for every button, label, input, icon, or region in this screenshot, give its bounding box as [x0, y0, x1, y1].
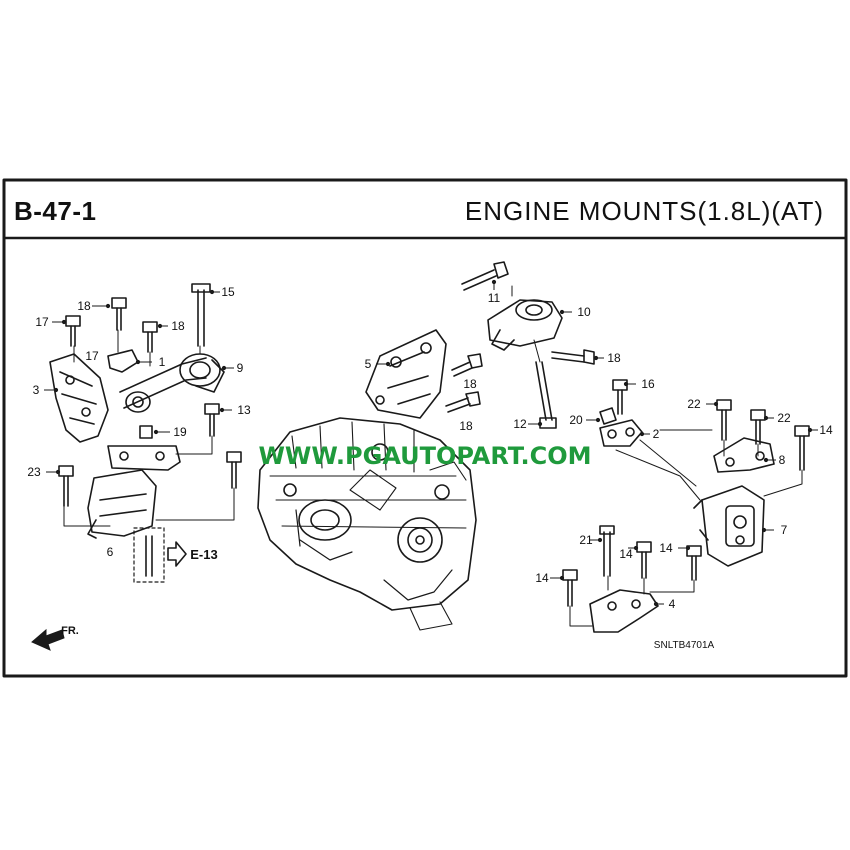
callout-12: 12	[513, 417, 527, 431]
bolt-part-18-center-b	[445, 397, 471, 413]
callout-18c: 18	[607, 351, 621, 365]
callout-18d: 18	[463, 377, 477, 391]
watermark-text: WWW.PGAUTOPART.COM	[258, 442, 591, 470]
nut-part-19	[139, 425, 153, 439]
engine-transmission-assembly	[257, 417, 477, 631]
stud-part-21	[603, 531, 611, 577]
bracket-part-8	[713, 437, 775, 473]
callout-14a: 14	[819, 423, 833, 437]
callout-2: 2	[653, 427, 660, 441]
diagram-code: B-47-1	[14, 196, 97, 226]
front-label: FR.	[61, 625, 79, 637]
bolt-part-17-top	[70, 325, 76, 347]
bolt-part-11	[461, 269, 497, 291]
bolt-part-14-center	[641, 551, 647, 579]
callout-17a: 17	[35, 315, 49, 329]
callout-17b: 17	[85, 349, 99, 363]
callout-22b: 22	[777, 411, 791, 425]
bolt-part-18-top	[116, 307, 122, 331]
callout-11: 11	[488, 291, 501, 305]
bolt-part-13	[209, 413, 215, 437]
bracket-part-5	[365, 329, 447, 419]
callout-7: 7	[781, 523, 788, 537]
drawing-code: SNLTB4701A	[654, 640, 715, 651]
mount-part-10	[487, 299, 563, 347]
callout-19: 19	[173, 425, 187, 439]
callout-16: 16	[641, 377, 655, 391]
callout-22a: 22	[687, 397, 701, 411]
callout-20: 20	[569, 413, 583, 427]
mount-part-7	[701, 485, 765, 567]
bolt-part-22-left	[721, 409, 727, 441]
callout-15: 15	[221, 285, 235, 299]
outline-arrow-icon	[167, 541, 187, 567]
callout-9: 9	[237, 361, 244, 375]
callout-8: 8	[779, 453, 786, 467]
reference-label: E-13	[190, 547, 217, 562]
callout-1: 1	[159, 355, 166, 369]
callout-21: 21	[579, 533, 593, 547]
callout-5: 5	[365, 357, 372, 371]
callout-14c: 14	[619, 547, 633, 561]
callout-18e: 18	[459, 419, 473, 433]
bolt-part-14-mid	[691, 555, 697, 581]
ref-dashed-box	[133, 527, 165, 583]
diagram-title: ENGINE MOUNTS(1.8L)(AT)	[464, 196, 824, 226]
bolt-part-18-center-a	[451, 361, 473, 377]
bracket-part-1	[107, 349, 139, 373]
nut-part-20	[599, 407, 617, 425]
callout-4: 4	[669, 597, 676, 611]
bolt-part-23	[63, 475, 69, 507]
bolt-part-16	[617, 389, 623, 415]
bolt-part-12	[535, 361, 553, 421]
bracket-part-2	[599, 419, 643, 447]
callout-18a: 18	[77, 299, 91, 313]
callout-3: 3	[33, 383, 40, 397]
bolt-part-18-mid	[147, 331, 153, 353]
callout-13: 13	[237, 403, 251, 417]
callout-18b: 18	[171, 319, 185, 333]
callout-6: 6	[107, 545, 114, 559]
bracket-part-3	[49, 353, 109, 443]
callout-14d: 14	[535, 571, 549, 585]
side-mount-bracket	[107, 445, 181, 471]
callout-14b: 14	[659, 541, 673, 555]
diagram-frame	[2, 178, 848, 678]
bracket-part-4	[589, 589, 659, 633]
arrow-front-icon	[31, 628, 65, 651]
callout-23: 23	[27, 465, 41, 479]
bolt-part-14-left	[567, 579, 573, 607]
mount-part-6	[87, 469, 157, 537]
bolt-part-14-right	[799, 435, 805, 471]
callout-10: 10	[577, 305, 591, 319]
bolt-part-15	[197, 289, 205, 347]
bolt-part-18-right	[551, 351, 585, 363]
